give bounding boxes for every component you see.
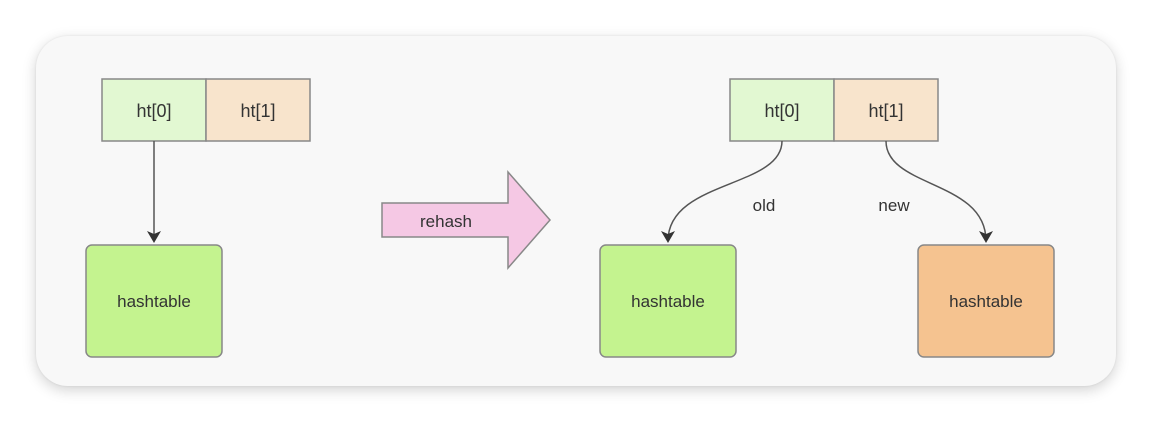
right-ht0-label: ht[0] (764, 101, 799, 121)
old-connector-arrow (661, 140, 783, 243)
left-ht0-box (101, 78, 207, 142)
new-hashtable-box (917, 244, 1055, 358)
old-hashtable-label: hashtable (631, 292, 705, 311)
left-ht-pair: ht[0] ht[1] (101, 78, 311, 142)
rehash-arrow-shape (381, 170, 551, 270)
new-connector-arrow (885, 140, 993, 243)
old-label: old (753, 196, 776, 215)
rehash-arrow: rehash (381, 170, 551, 270)
new-label: new (878, 196, 910, 215)
left-ht1-label: ht[1] (240, 101, 275, 121)
old-hashtable-box (599, 244, 737, 358)
left-hashtable-box (85, 244, 223, 358)
left-ht0-label: ht[0] (136, 101, 171, 121)
right-ht-pair: ht[0] ht[1] (729, 78, 939, 142)
right-ht1-label: ht[1] (868, 101, 903, 121)
old-hashtable: hashtable (599, 244, 737, 358)
new-hashtable-label: hashtable (949, 292, 1023, 311)
left-ht1-box (205, 78, 311, 142)
left-hashtable-label: hashtable (117, 292, 191, 311)
rehash-arrow-label: rehash (420, 212, 472, 231)
new-hashtable: hashtable (917, 244, 1055, 358)
left-hashtable: hashtable (85, 244, 223, 358)
